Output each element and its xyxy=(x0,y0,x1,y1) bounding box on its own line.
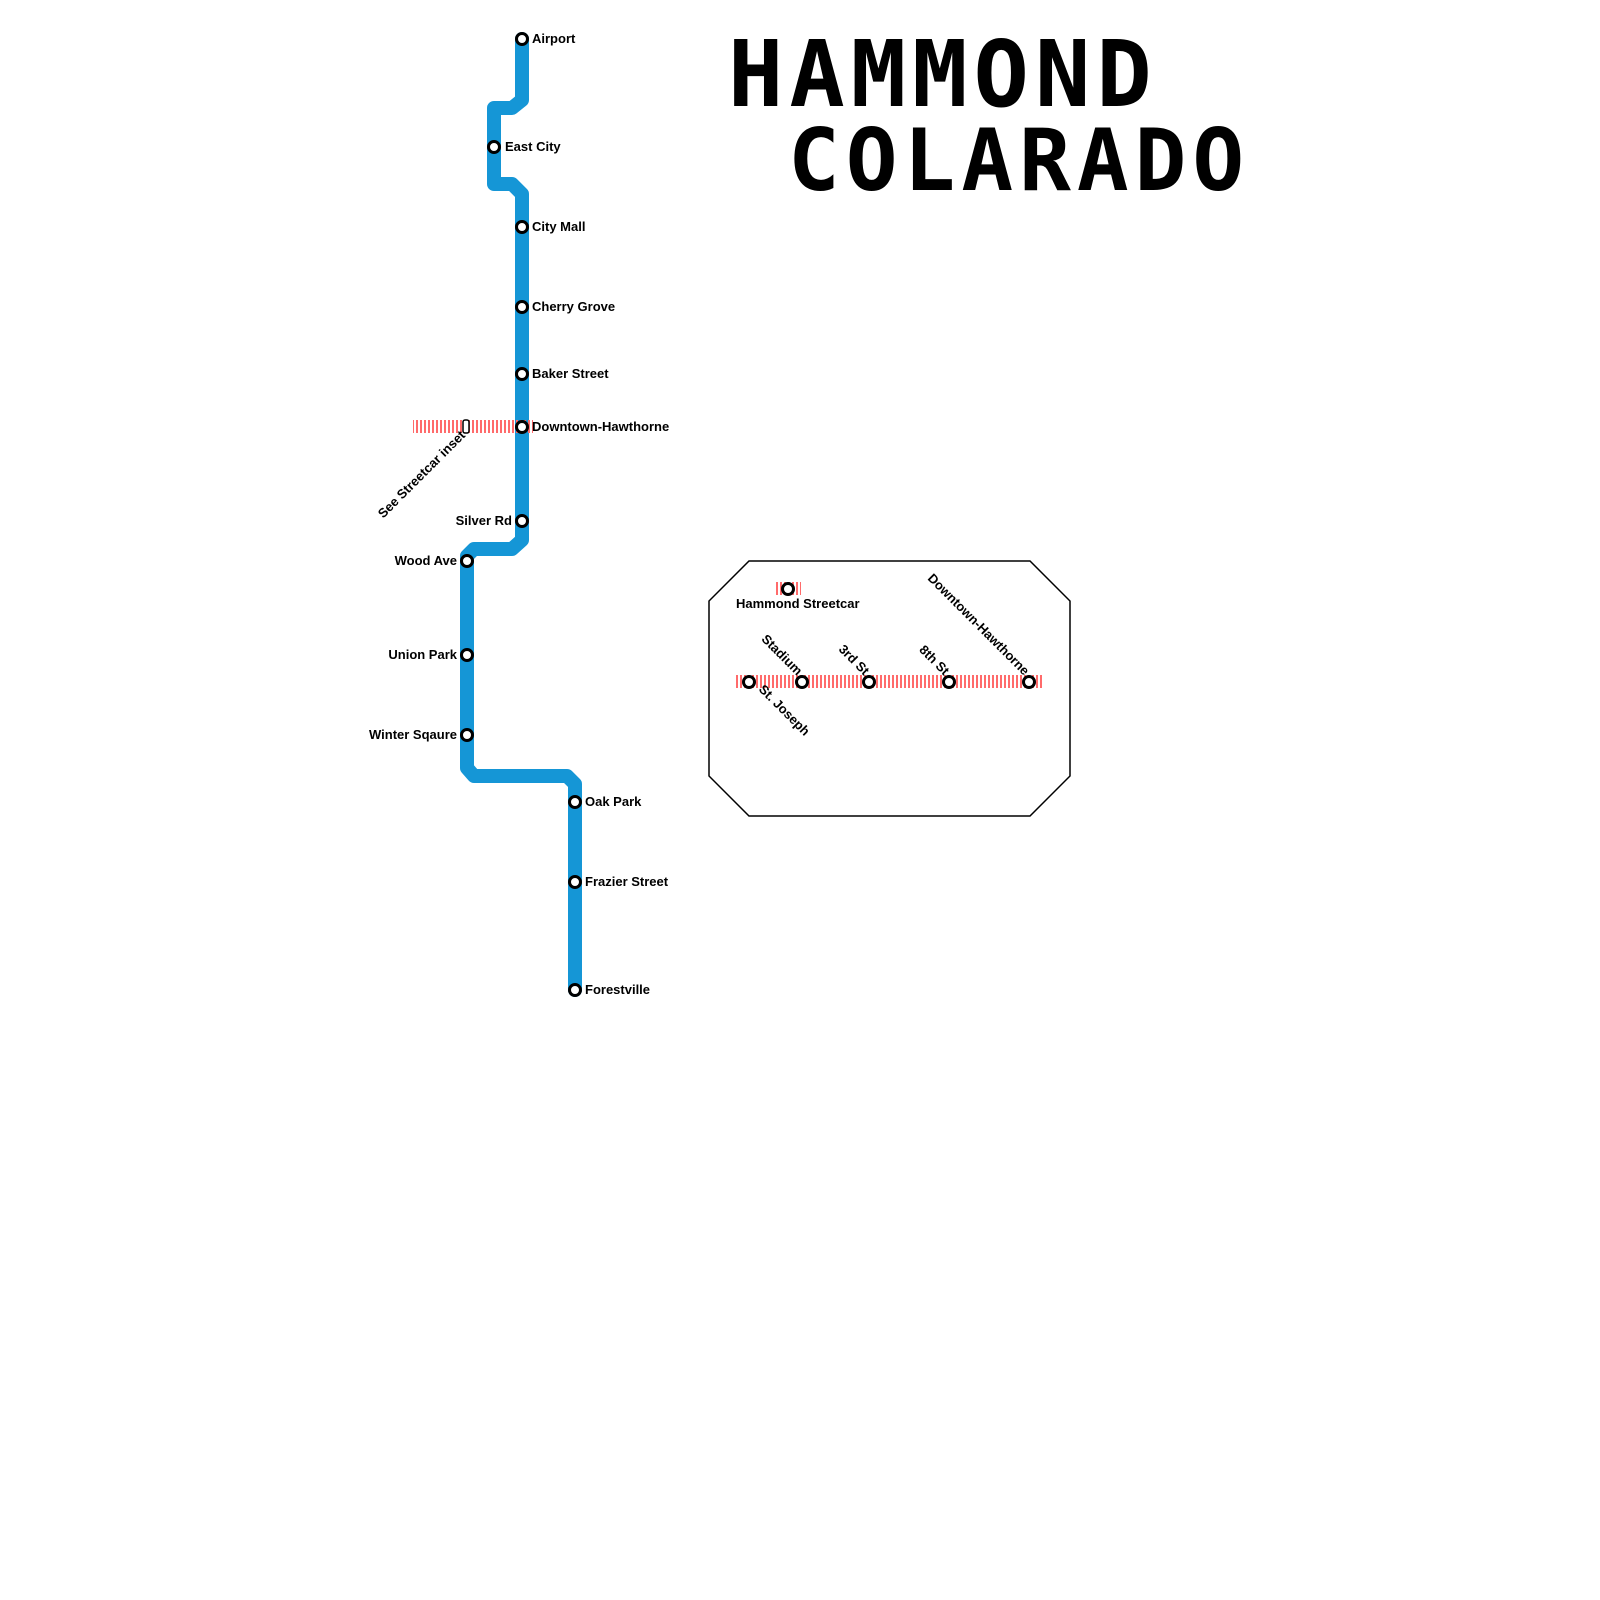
station-marker xyxy=(742,675,756,689)
station-label: Airport xyxy=(532,31,576,46)
station-marker xyxy=(515,32,529,46)
station-marker xyxy=(460,554,474,568)
station-winter-sqaure[interactable]: Winter Sqaure xyxy=(369,727,474,742)
station-marker xyxy=(515,367,529,381)
station-marker xyxy=(1022,675,1036,689)
station-marker xyxy=(487,140,501,154)
streetcar-stub-line xyxy=(413,420,533,433)
station-marker xyxy=(515,220,529,234)
station-label: East City xyxy=(505,139,561,154)
streetcar-stub-marker xyxy=(462,419,470,434)
station-forestville[interactable]: Forestville xyxy=(568,982,651,997)
streetcar-inset: Hammond Streetcar St. Joseph Stadium 3rd… xyxy=(708,560,1071,817)
station-label: Wood Ave xyxy=(395,553,457,568)
station-label: City Mall xyxy=(532,219,585,234)
station-marker xyxy=(460,648,474,662)
main-line-route xyxy=(460,32,582,997)
station-label: Oak Park xyxy=(585,794,642,809)
station-label: Union Park xyxy=(388,647,457,662)
inset-legend-label: Hammond Streetcar xyxy=(736,596,860,611)
station-marker xyxy=(568,795,582,809)
station-cherry-grove[interactable]: Cherry Grove xyxy=(515,299,616,314)
station-downtown-hawthorne[interactable]: Downtown-Hawthorne xyxy=(515,419,670,434)
inset-legend-marker xyxy=(781,582,795,596)
inset-frame xyxy=(708,560,1071,817)
station-marker xyxy=(795,675,809,689)
station-east-city[interactable]: East City xyxy=(487,139,562,154)
station-union-park[interactable]: Union Park xyxy=(388,647,474,662)
station-city-mall[interactable]: City Mall xyxy=(515,219,586,234)
station-marker xyxy=(568,983,582,997)
station-marker xyxy=(862,675,876,689)
map-title-line2: COLARADO xyxy=(788,111,1250,211)
station-marker xyxy=(515,514,529,528)
station-frazier-street[interactable]: Frazier Street xyxy=(568,874,669,889)
station-label: Winter Sqaure xyxy=(369,727,457,742)
streetcar-line xyxy=(734,675,1042,688)
station-label: Frazier Street xyxy=(585,874,669,889)
station-wood-ave[interactable]: Wood Ave xyxy=(395,553,474,568)
station-label: Baker Street xyxy=(532,366,609,381)
station-baker-street[interactable]: Baker Street xyxy=(515,366,610,381)
station-marker xyxy=(568,875,582,889)
station-label: Downtown-Hawthorne xyxy=(532,419,669,434)
station-label: Silver Rd xyxy=(456,513,512,528)
map-title-line1: HAMMOND xyxy=(728,21,1158,128)
station-airport[interactable]: Airport xyxy=(515,31,577,46)
station-label: Forestville xyxy=(585,982,650,997)
station-marker xyxy=(460,728,474,742)
streetcar-inset-note: See Streetcar inset xyxy=(375,427,469,521)
station-silver-rd[interactable]: Silver Rd xyxy=(456,513,529,528)
station-marker xyxy=(515,420,529,434)
station-marker xyxy=(515,300,529,314)
station-marker xyxy=(942,675,956,689)
station-oak-park[interactable]: Oak Park xyxy=(568,794,643,809)
station-label: Cherry Grove xyxy=(532,299,615,314)
